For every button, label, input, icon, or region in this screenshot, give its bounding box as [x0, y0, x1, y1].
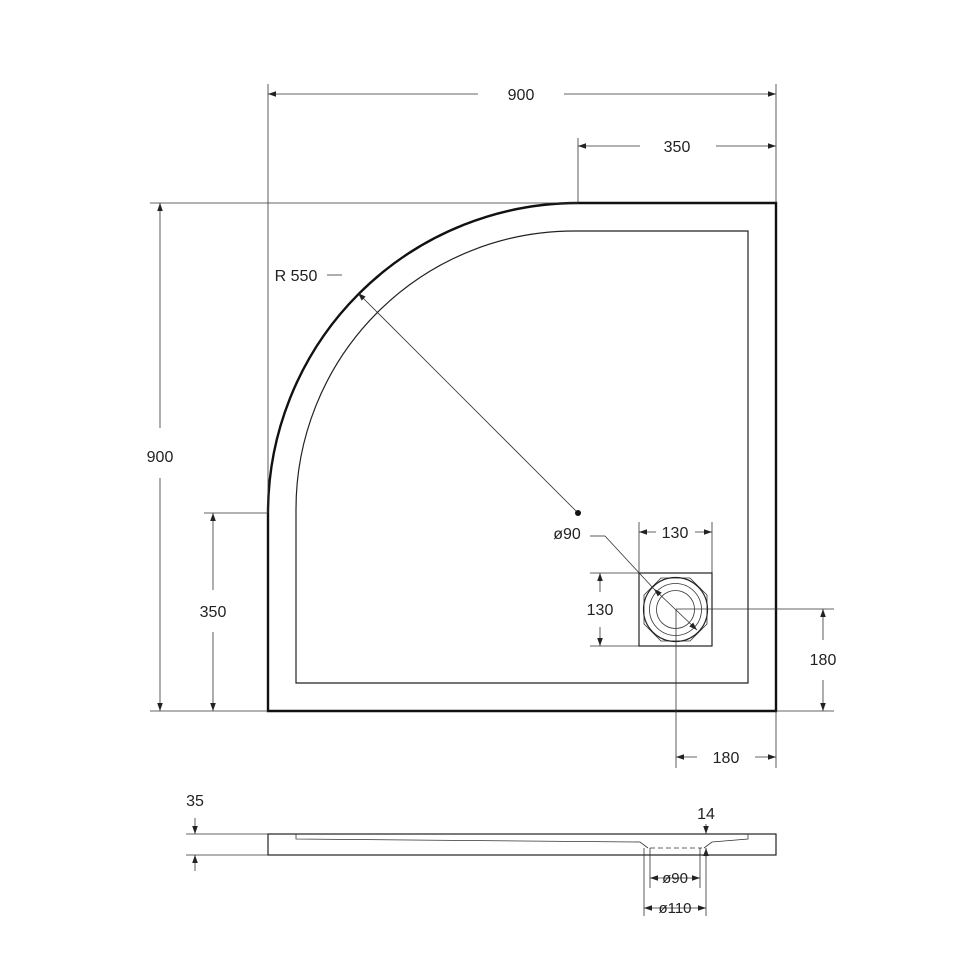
drain-diameter-arrow	[653, 588, 698, 631]
drain-box	[638, 572, 713, 647]
plan-view: 900 350 900 350 R 550 ø90	[147, 84, 837, 768]
drain-outer-ring	[642, 576, 709, 643]
drain-inner-ring	[649, 583, 702, 636]
dim-130-vertical-label: 130	[587, 602, 614, 619]
tray-inner-outline	[295, 230, 749, 684]
dim-35-label: 35	[186, 793, 204, 810]
dim-900-vertical-label: 900	[147, 449, 174, 466]
radius-label: R 550	[275, 268, 318, 285]
dim-350-top-label: 350	[664, 139, 691, 156]
dim-900-horizontal-label: 900	[508, 87, 535, 104]
dim-d110-label: ø110	[658, 900, 691, 917]
drain-assembly	[638, 572, 713, 647]
drain-diameter-label: ø90	[553, 526, 581, 543]
tray-outer-outline	[266, 201, 778, 713]
dim-350-left-label: 350	[200, 604, 227, 621]
radius-leader-diagonal	[357, 292, 579, 514]
drain-diameter-leader-d	[604, 535, 655, 590]
dim-180-horizontal-label: 180	[713, 750, 740, 767]
section-tray-body	[267, 833, 777, 856]
arc-center-point	[575, 510, 581, 516]
dim-130-horizontal-label: 130	[662, 525, 689, 542]
dim-d90-label: ø90	[662, 870, 688, 887]
dim-14-label: 14	[697, 806, 715, 823]
section-top-profile	[295, 834, 749, 849]
section-view: 35 14 ø90 ø110	[186, 793, 777, 917]
dim-180-vertical-label: 180	[810, 652, 837, 669]
